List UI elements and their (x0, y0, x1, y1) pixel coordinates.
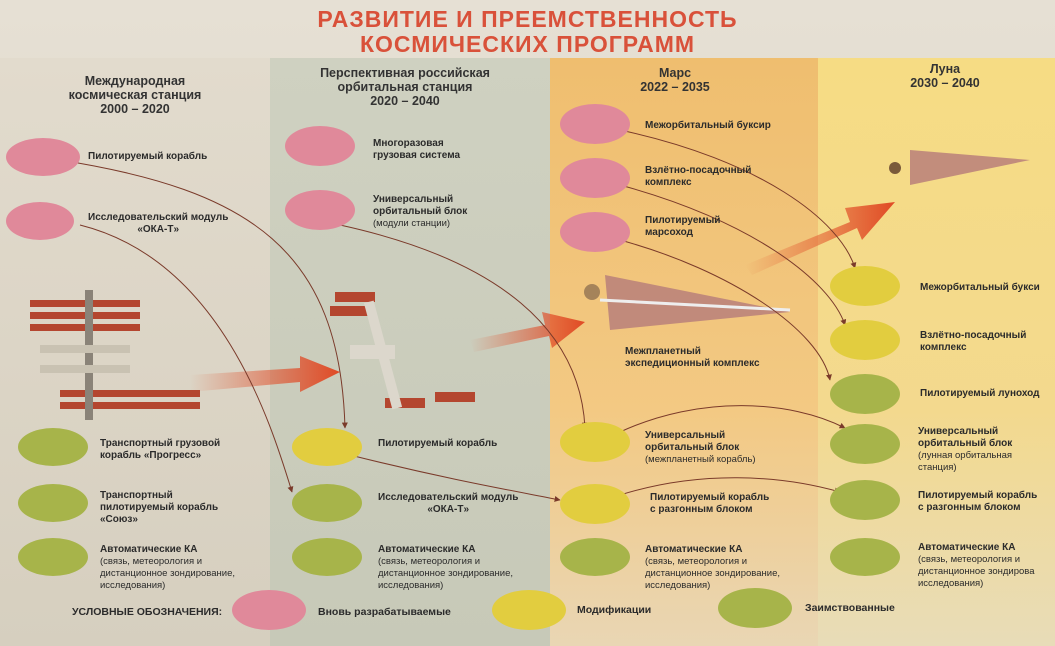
iss-module-label: Исследовательский модуль«ОКА-Т» (88, 212, 229, 235)
moon-tug-graphic (889, 150, 1030, 185)
iss-station-graphic (30, 290, 200, 420)
progress-arrow-1 (190, 356, 340, 392)
progress-ship-icon (18, 428, 88, 466)
moon-tug-label: Межорбитальный букси (920, 282, 1040, 293)
mars-automatic-spacecraft-icon (560, 538, 630, 576)
legend-borrowed-label: Заимствованные (805, 602, 895, 614)
mars-complex-graphic (584, 275, 791, 330)
mars-automatic-spacecraft-label: Автоматические КА (связь, метеорология и… (645, 544, 780, 591)
soyuz-ship-icon (18, 484, 88, 522)
legend-new-label: Вновь разрабатываемые (318, 606, 451, 618)
moon-rover-icon (830, 374, 900, 414)
moon-crew-ship-icon (830, 480, 900, 520)
cargo-system-icon (285, 126, 355, 166)
moon-automatic-spacecraft-label: Автоматические КА (связь, метеорология и… (918, 542, 1035, 589)
mars-rover-icon (560, 212, 630, 252)
legend-modification-label: Модификации (577, 604, 652, 616)
connection-lines (59, 129, 857, 502)
moon-orbital-block-icon (830, 424, 900, 464)
title-line-1: РАЗВИТИЕ И ПРЕЕМСТВЕННОСТЬ (317, 6, 738, 32)
iss-automatic-spacecraft-label: Автоматические КА (связь, метеорология и… (100, 544, 235, 591)
moon-tug-icon (830, 266, 900, 306)
ros-automatic-spacecraft-label: Автоматические КА (связь, метеорология и… (378, 544, 513, 591)
iss-module-icon (6, 202, 74, 240)
ros-module-icon (292, 484, 362, 522)
russian-station-graphic (330, 292, 475, 410)
ros-crew-ship-icon (292, 428, 362, 466)
mars-lander-icon (560, 158, 630, 198)
mars-tug-label: Межорбитальный буксир (645, 120, 771, 131)
iss-crew-ship-label: Пилотируемый корабль (88, 151, 208, 162)
moon-automatic-spacecraft-icon (830, 538, 900, 576)
legend-title: УСЛОВНЫЕ ОБОЗНАЧЕНИЯ: (72, 606, 223, 618)
ros-automatic-spacecraft-icon (292, 538, 362, 576)
iss-crew-ship-icon (6, 138, 80, 176)
legend-modification-swatch (492, 590, 566, 630)
mars-tug-icon (560, 104, 630, 144)
ros-orbital-block-icon (285, 190, 355, 230)
ros-crew-ship-label: Пилотируемый корабль (378, 438, 498, 449)
legend-borrowed-swatch (718, 588, 792, 628)
progress-arrow-3 (745, 202, 895, 275)
legend-new-swatch (232, 590, 306, 630)
title-line-2: КОСМИЧЕСКИХ ПРОГРАММ (359, 31, 696, 57)
mars-crew-ship-icon (560, 484, 630, 524)
iss-automatic-spacecraft-icon (18, 538, 88, 576)
mars-orbital-block-icon (560, 422, 630, 462)
progress-arrow-2 (470, 312, 585, 352)
moon-rover-label: Пилотируемый луноход (920, 388, 1040, 399)
moon-lander-icon (830, 320, 900, 360)
ros-module-label: Исследовательский модуль«ОКА-Т» (378, 492, 519, 515)
